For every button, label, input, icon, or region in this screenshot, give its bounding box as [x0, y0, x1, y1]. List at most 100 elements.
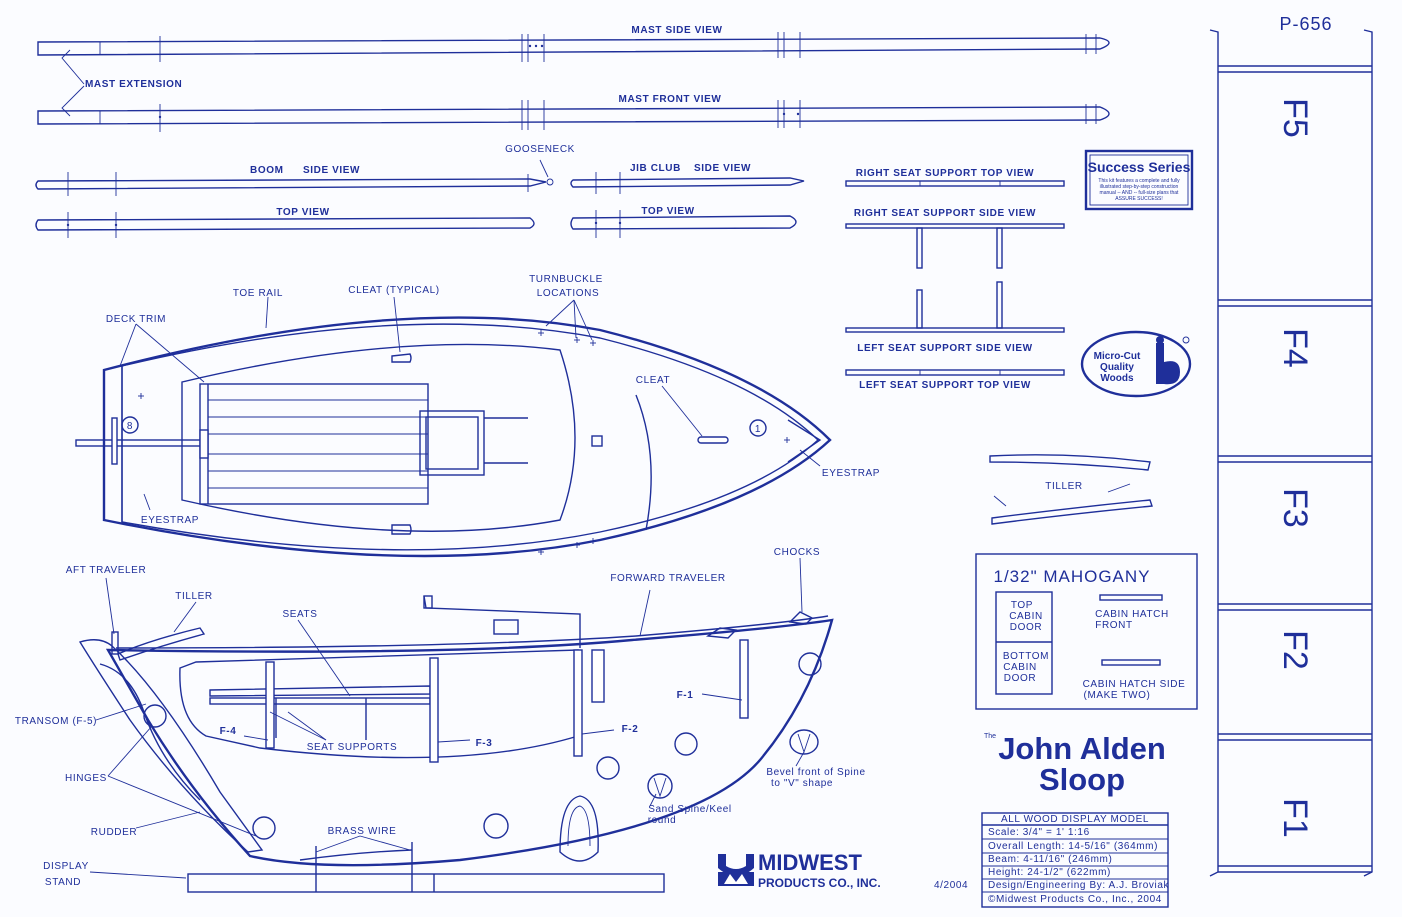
mahogany-box: 1/32" MAHOGANY TOP CABIN DOOR BOTTOM CAB… — [975, 553, 1198, 710]
aft-traveler-label: AFT TRAVELER — [66, 565, 147, 576]
f3-label: F-3 — [476, 738, 493, 749]
mast-front-view-label: MAST FRONT VIEW — [619, 94, 722, 105]
title-line1: John Alden — [998, 731, 1166, 766]
mahogany-title: 1/32" MAHOGANY — [993, 567, 1150, 586]
frame-strip: P-656 F5 F4 F3 F2 F1 — [1209, 14, 1373, 877]
tiller-part-label: TILLER — [1045, 481, 1083, 492]
hatch-front-text: CABIN HATCH — [1095, 609, 1169, 620]
bevel-note-line1: Bevel front of Spine — [766, 767, 865, 778]
f2-label: F-2 — [622, 724, 639, 735]
success-series-line: illustrated step-by-step construction — [1100, 184, 1179, 190]
rudder-label: RUDDER — [91, 827, 137, 838]
display-label: DISPLAY — [43, 861, 89, 872]
seat-supports-label: SEAT SUPPORTS — [307, 742, 398, 753]
chocks-label: CHOCKS — [774, 547, 820, 558]
title-block: The John Alden Sloop — [984, 731, 1166, 797]
left-seat-side-label: LEFT SEAT SUPPORT SIDE VIEW — [857, 343, 1032, 354]
frame-f2-label: F2 — [1276, 630, 1314, 670]
title-the: The — [984, 733, 996, 740]
specs-table: ALL WOOD DISPLAY MODEL Scale: 3/4" = 1' … — [981, 812, 1169, 908]
sand-note-line2: round — [648, 815, 677, 826]
hinges-label: HINGES — [65, 773, 107, 784]
hatch-front-text: FRONT — [1095, 620, 1132, 631]
tiller-label: TILLER — [175, 591, 213, 602]
jib-club-views: JIB CLUB SIDE VIEW TOP VIEW — [570, 163, 805, 238]
mast-front-view: MAST FRONT VIEW — [37, 94, 1110, 132]
micro-cut-text: Woods — [1100, 373, 1134, 384]
forward-traveler-label: FORWARD TRAVELER — [610, 573, 725, 584]
mast-side-view-label: MAST SIDE VIEW — [631, 25, 722, 36]
midwest-logo: MIDWEST PRODUCTS CO., INC. 4/2004 — [718, 850, 968, 891]
top-door-text: TOP — [1011, 600, 1033, 611]
spec-row: Overall Length: 14-5/16" (364mm) — [988, 841, 1158, 852]
mast-extension-callout: MAST EXTENSION — [61, 49, 182, 117]
success-series-badge: Success Series This kit features a compl… — [1084, 149, 1194, 211]
boom-views: GOOSENECK BOOM SIDE VIEW TOP VIEW — [35, 144, 575, 238]
eyestrap-fwd-label: EYESTRAP — [822, 468, 880, 479]
mast-extension-label: MAST EXTENSION — [85, 79, 182, 90]
toe-rail-label: TOE RAIL — [233, 288, 283, 299]
bottom-door-text: DOOR — [1004, 673, 1036, 684]
eyestrap-aft-label: EYESTRAP — [141, 515, 199, 526]
boom-side-view-label: SIDE VIEW — [303, 165, 360, 176]
micro-cut-logo: Micro-Cut Quality Woods — [1080, 330, 1192, 398]
frame-f5-label: F5 — [1276, 98, 1314, 138]
hatch-side-text: CABIN HATCH SIDE — [1083, 679, 1186, 690]
seats-label: SEATS — [282, 609, 317, 620]
stand-label: STAND — [45, 877, 81, 888]
gooseneck-label: GOOSENECK — [505, 144, 575, 155]
success-series-line: manual -- AND -- full-size plans that — [1100, 190, 1180, 196]
left-seat-top-label: LEFT SEAT SUPPORT TOP VIEW — [859, 380, 1031, 391]
title-line2: Sloop — [1039, 762, 1125, 797]
right-seat-side-label: RIGHT SEAT SUPPORT SIDE VIEW — [854, 208, 1036, 219]
spec-row: Scale: 3/4" = 1' 1:16 — [988, 827, 1090, 838]
bevel-note-line2: to "V" shape — [771, 778, 833, 789]
success-series-line: This kit features a complete and fully — [1098, 178, 1180, 184]
brass-wire-label: BRASS WIRE — [328, 826, 397, 837]
deck-trim-label: DECK TRIM — [106, 314, 166, 325]
hatch-side-text: (MAKE TWO) — [1084, 690, 1151, 701]
midwest-subname: PRODUCTS CO., INC. — [758, 876, 881, 890]
transom-label: TRANSOM (F-5) — [15, 716, 97, 727]
success-series-title: Success Series — [1088, 159, 1191, 175]
jib-club-label: JIB CLUB — [630, 163, 681, 174]
cleat-label: CLEAT — [636, 375, 671, 386]
callout-number: 8 — [127, 421, 133, 432]
frame-f3-label: F3 — [1276, 488, 1314, 528]
jib-top-view-label: TOP VIEW — [641, 206, 694, 217]
tiller-part: TILLER — [989, 454, 1153, 525]
top-door-text: DOOR — [1010, 622, 1042, 633]
midwest-name: MIDWEST — [758, 850, 862, 875]
bottom-door-text: CABIN — [1003, 662, 1037, 673]
sand-note-line1: Sand Spine/Keel — [648, 804, 732, 815]
jib-side-view-label: SIDE VIEW — [694, 163, 751, 174]
f4-label: F-4 — [220, 726, 237, 737]
drawing-date: 4/2004 — [934, 880, 968, 891]
mast-side-view: MAST SIDE VIEW — [37, 25, 1110, 62]
success-series-line: ASSURE SUCCESS! — [1115, 196, 1163, 202]
top-door-text: CABIN — [1009, 611, 1043, 622]
frame-f1-label: F1 — [1276, 798, 1314, 838]
specs-header: ALL WOOD DISPLAY MODEL — [1001, 814, 1149, 825]
frame-f4-label: F4 — [1276, 328, 1314, 368]
spec-row: ©Midwest Products Co., Inc., 2004 — [988, 894, 1162, 905]
hull-top-view: 8 1 TOE RAIL CLEAT (TYPICAL) TURNBUCKLE … — [75, 274, 880, 558]
bottom-door-text: BOTTOM — [1003, 651, 1049, 662]
micro-cut-text: Quality — [1100, 362, 1134, 373]
seat-supports: RIGHT SEAT SUPPORT TOP VIEW RIGHT SEAT S… — [845, 168, 1065, 391]
part-number: P-656 — [1279, 14, 1332, 34]
hull-side-view: AFT TRAVELER TILLER SEATS FORWARD TRAVEL… — [15, 547, 865, 893]
spec-row: Height: 24-1/2" (622mm) — [988, 867, 1111, 878]
turnbuckle-locations-label: LOCATIONS — [537, 288, 599, 299]
f1-label: F-1 — [677, 690, 694, 701]
spec-row: Beam: 4-11/16" (246mm) — [988, 854, 1112, 865]
spec-row: Design/Engineering By: A.J. Broviak — [988, 880, 1169, 891]
boom-label: BOOM — [250, 165, 284, 176]
cleat-typical-label: CLEAT (TYPICAL) — [348, 285, 439, 296]
callout-number: 1 — [755, 424, 761, 435]
boom-top-view-label: TOP VIEW — [276, 207, 329, 218]
right-seat-top-label: RIGHT SEAT SUPPORT TOP VIEW — [856, 168, 1034, 179]
turnbuckle-label: TURNBUCKLE — [529, 274, 603, 285]
